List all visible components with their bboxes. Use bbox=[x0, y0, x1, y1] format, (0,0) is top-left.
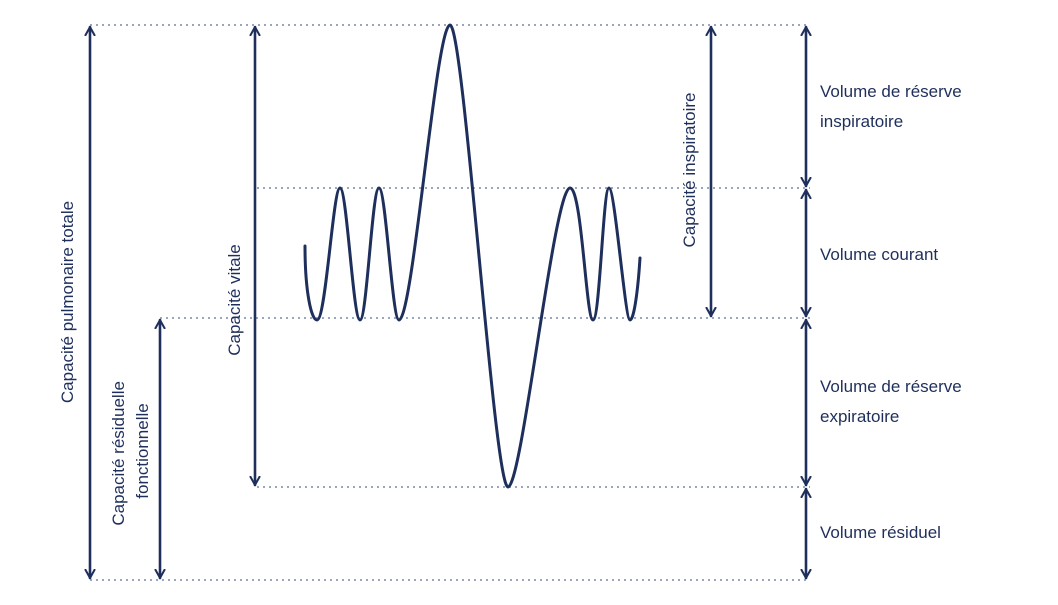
breathing-trace bbox=[303, 23, 642, 489]
residual-volume-label: Volume résiduel bbox=[820, 523, 941, 542]
irv-label-line-2: inspiratoire bbox=[820, 112, 903, 131]
irv-label: Volume de réserve inspiratoire bbox=[820, 82, 966, 131]
frc-label: Capacité résiduelle fonctionnelle bbox=[109, 376, 152, 525]
erv-label: Volume de réserve expiratoire bbox=[820, 377, 966, 426]
frc-label-line-1: Capacité résiduelle bbox=[109, 381, 128, 526]
total-capacity-label: Capacité pulmonaire totale bbox=[58, 201, 77, 403]
tidal-volume-label: Volume courant bbox=[820, 245, 938, 264]
frc-label-line-2: fonctionnelle bbox=[133, 403, 152, 498]
inspiratory-capacity-label: Capacité inspiratoire bbox=[680, 93, 699, 248]
erv-label-line-1: Volume de réserve bbox=[820, 377, 962, 396]
irv-label-line-1: Volume de réserve bbox=[820, 82, 962, 101]
vital-capacity-label: Capacité vitale bbox=[225, 244, 244, 356]
erv-label-line-2: expiratoire bbox=[820, 407, 899, 426]
